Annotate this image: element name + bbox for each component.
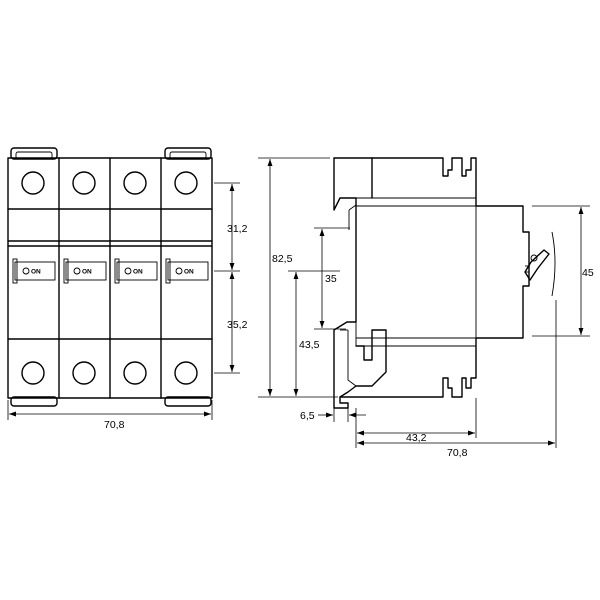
terminal-screw-icon bbox=[21, 361, 45, 385]
side-inner-dimension: 35 bbox=[314, 227, 350, 330]
dimension-label: 43,5 bbox=[299, 339, 320, 351]
terminal-screw-icon bbox=[123, 361, 147, 385]
dimension-label: 35,2 bbox=[227, 319, 248, 331]
dimension-label: 35 bbox=[325, 273, 337, 285]
dimension-label: 45 bbox=[582, 267, 594, 279]
side-height-dimension: 82,5 bbox=[258, 157, 338, 398]
terminal-screw-icon bbox=[174, 361, 198, 385]
dimension-label: 70,8 bbox=[447, 447, 468, 459]
terminal-screw-icon bbox=[21, 171, 45, 195]
side-profile-outline bbox=[333, 157, 530, 409]
switch-label: ON bbox=[31, 269, 41, 276]
dimension-label: 31,2 bbox=[227, 223, 248, 235]
side-lower-dimension: 43,5 bbox=[288, 270, 340, 396]
side-view: 82,5 35 43,5 45 6,5 bbox=[258, 157, 594, 459]
terminal-screw-icon bbox=[72, 361, 96, 385]
front-view: ON ON ON ON 31,2 35,2 bbox=[7, 147, 248, 431]
dimension-label: 82,5 bbox=[272, 253, 293, 265]
terminal-screw-icon bbox=[174, 171, 198, 195]
dimension-label: 6,5 bbox=[300, 410, 315, 422]
indicator-icon bbox=[73, 267, 81, 275]
side-front-dimension: 45 bbox=[532, 205, 594, 337]
din-clip-detail bbox=[347, 330, 357, 387]
dimension-label: 43,2 bbox=[406, 432, 427, 444]
pole-toggle-4: ON bbox=[165, 258, 209, 284]
toggle-lever bbox=[524, 231, 556, 297]
pole-toggle-3: ON bbox=[114, 258, 158, 284]
terminal-screw-icon bbox=[123, 171, 147, 195]
din-clip-detail bbox=[339, 329, 387, 398]
front-vertical-dimension: 31,2 35,2 bbox=[214, 182, 248, 374]
switch-label: ON bbox=[184, 269, 194, 276]
indicator-icon bbox=[175, 267, 183, 275]
side-depth-dimension: 70,8 bbox=[357, 300, 557, 459]
switch-label: ON bbox=[82, 269, 92, 276]
indicator-icon bbox=[22, 267, 30, 275]
terminal-screw-icon bbox=[72, 171, 96, 195]
top-din-clip-right bbox=[164, 147, 212, 160]
side-clip-dimension: 6,5 bbox=[300, 398, 366, 422]
side-detail-line bbox=[348, 204, 357, 211]
pole-toggle-2: ON bbox=[63, 258, 107, 284]
pole-toggle-1: ON bbox=[12, 258, 56, 284]
bottom-din-clip-right bbox=[164, 396, 212, 407]
indicator-icon bbox=[124, 267, 132, 275]
switch-label: ON bbox=[133, 269, 143, 276]
front-width-dimension: 70,8 bbox=[7, 400, 213, 431]
bottom-din-clip-left bbox=[10, 396, 58, 407]
top-din-clip-left bbox=[10, 147, 58, 160]
side-rail-dimension: 43,2 bbox=[355, 398, 477, 448]
dimension-label: 70,8 bbox=[104, 419, 125, 431]
